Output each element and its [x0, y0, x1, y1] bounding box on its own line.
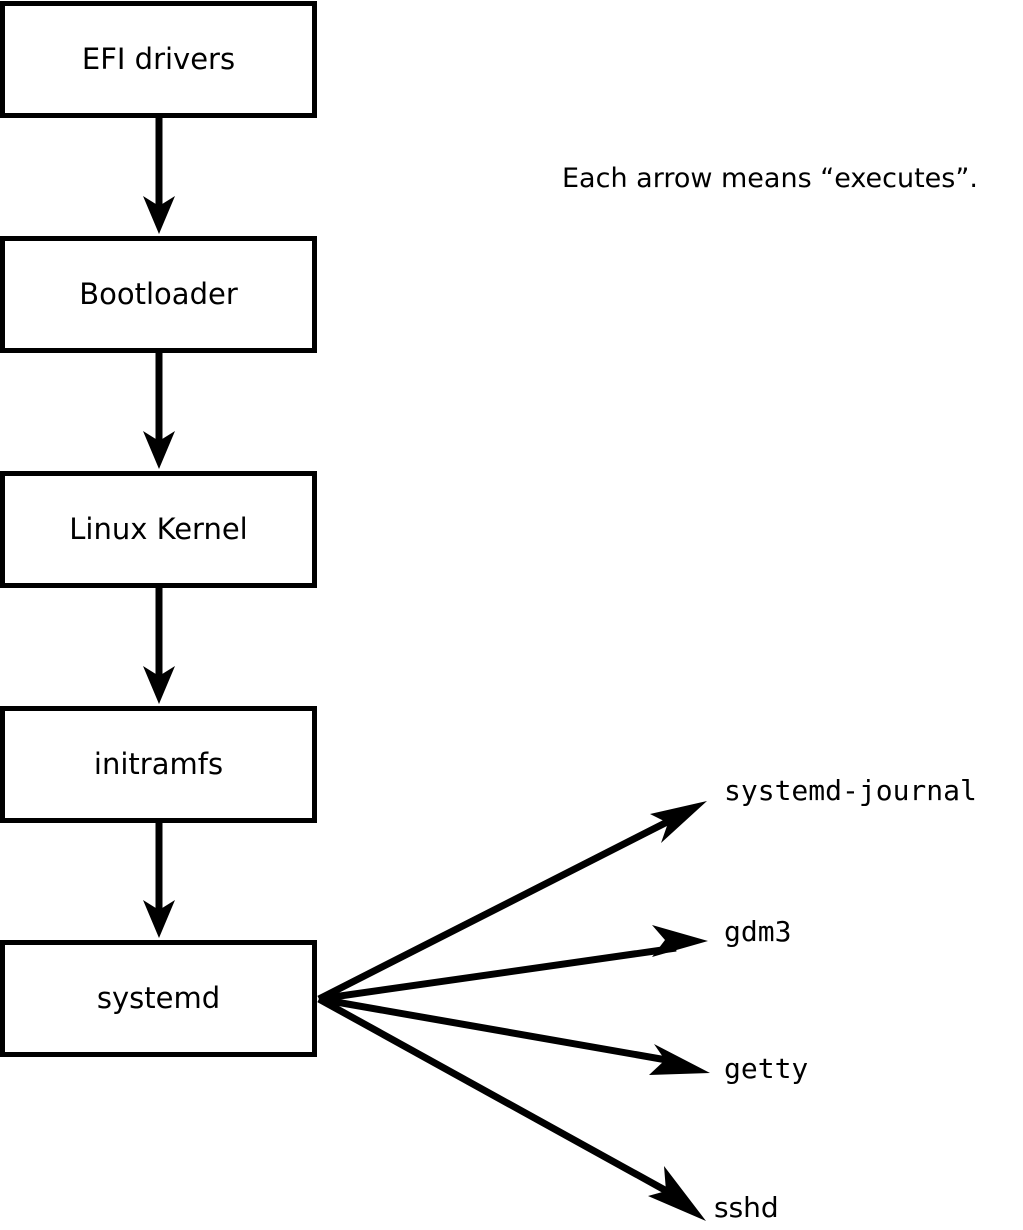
stage-box-efi-drivers: EFI drivers: [0, 1, 317, 118]
chain-arrow-efi-to-bootloader: [143, 118, 175, 234]
chain-arrow-initramfs-to-systemd: [143, 823, 175, 938]
service-label-gdm3: gdm3: [724, 915, 792, 948]
fanout-arrow-gdm3: [318, 925, 708, 1003]
stage-box-label: systemd: [96, 981, 221, 1015]
service-label-sshd: sshd: [714, 1191, 779, 1224]
fanout-arrow-systemd-journal: [317, 801, 707, 1003]
service-label-systemd-journal: systemd-journal: [724, 774, 977, 807]
stage-box-linux-kernel: Linux Kernel: [0, 471, 317, 588]
chain-arrow-kernel-to-initramfs: [143, 588, 175, 704]
fanout-arrow-getty: [318, 995, 710, 1075]
stage-box-systemd: systemd: [0, 940, 317, 1057]
stage-box-initramfs: initramfs: [0, 706, 317, 823]
fanout-arrow-sshd: [317, 995, 706, 1221]
stage-box-label: EFI drivers: [81, 42, 236, 76]
chain-arrow-bootloader-to-kernel: [143, 353, 175, 469]
service-label-getty: getty: [724, 1052, 809, 1085]
stage-box-bootloader: Bootloader: [0, 236, 317, 353]
stage-box-label: Linux Kernel: [69, 512, 248, 546]
stage-box-label: Bootloader: [79, 277, 238, 311]
stage-box-label: initramfs: [93, 747, 224, 781]
legend-note: Each arrow means “executes”.: [562, 163, 978, 194]
